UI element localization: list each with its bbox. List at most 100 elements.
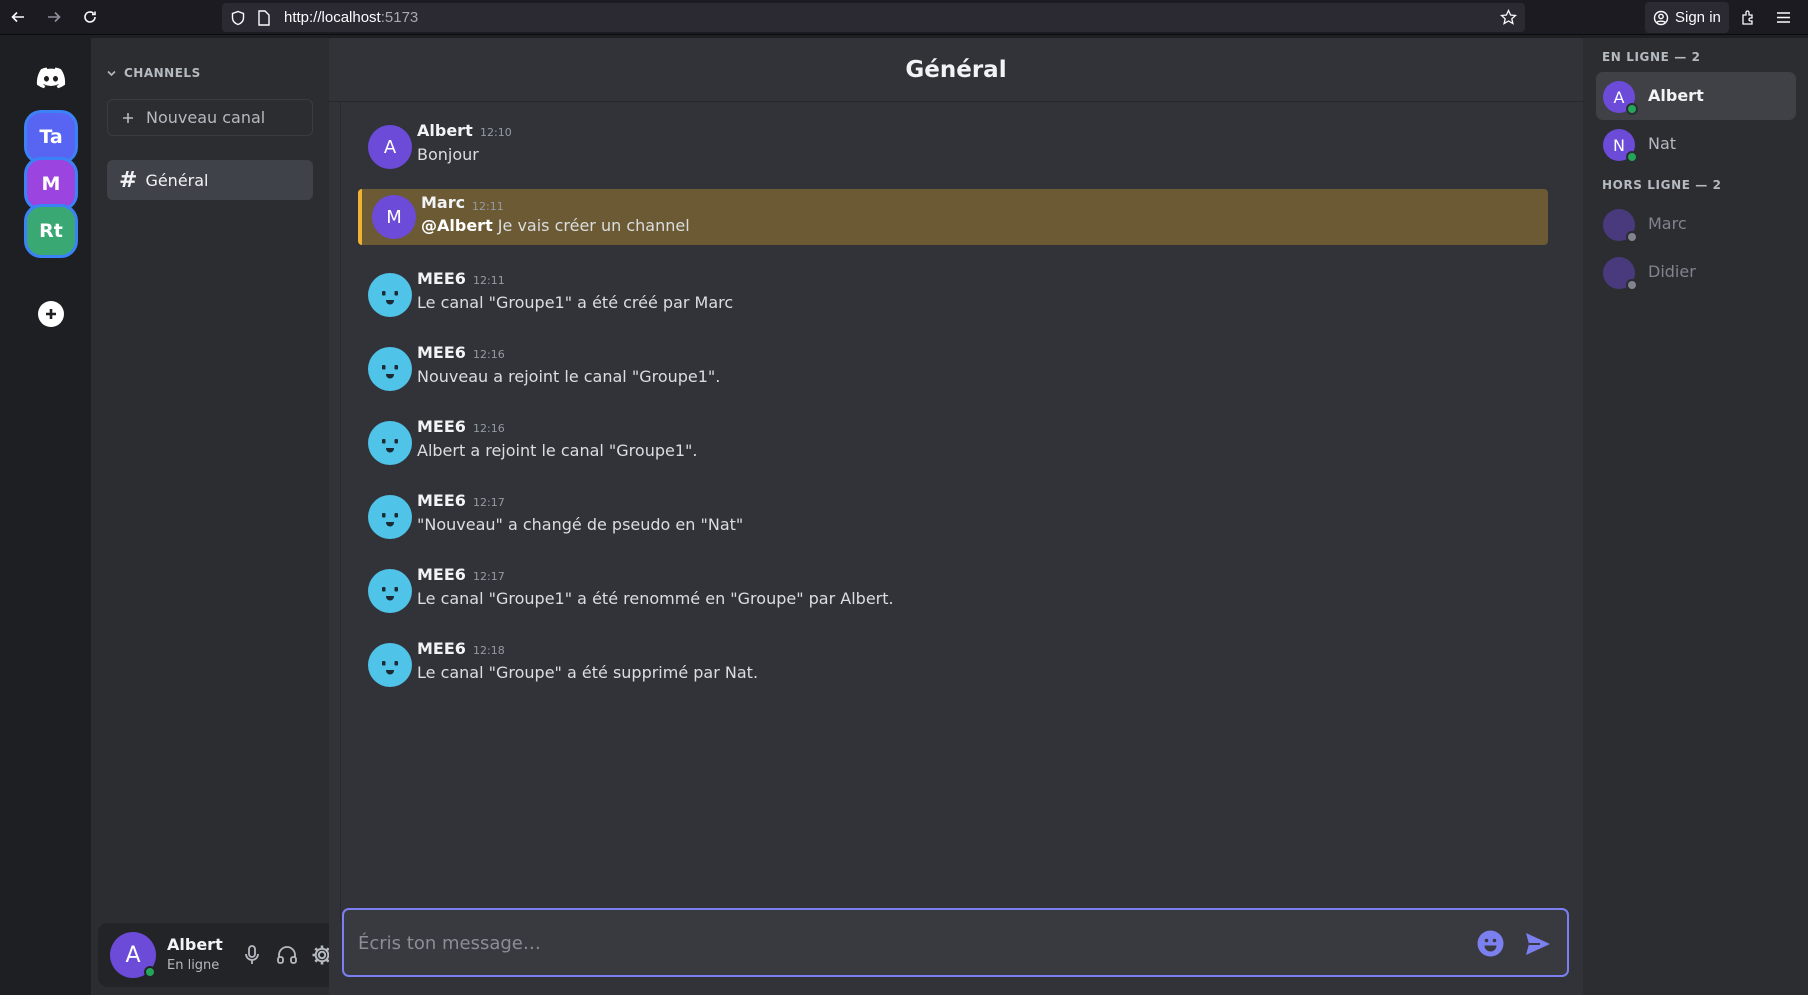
bot-avatar[interactable] [368,495,412,539]
bookmark-star-icon[interactable] [1500,9,1517,26]
online-status-dot [144,966,156,978]
emoji-icon[interactable] [1476,929,1505,958]
message-timestamp: 12:18 [473,644,505,657]
member-item-didier[interactable]: D Didier [1596,248,1796,296]
sign-in-button[interactable]: Sign in [1645,2,1729,33]
add-server-button[interactable] [38,301,64,327]
avatar: D [1603,257,1635,289]
hash-icon: # [119,167,138,193]
member-name: Albert [1648,86,1704,105]
server-icon-m[interactable]: M [27,160,75,208]
user-name: Albert [167,935,223,954]
message-text: Le canal "Groupe1" a été renommé en "Gro… [417,589,894,608]
message-author[interactable]: Marc [421,193,466,212]
bot-face-icon [368,495,412,539]
message-timestamp: 12:11 [473,274,505,287]
message-timestamp: 12:10 [480,126,512,139]
new-channel-button[interactable]: Nouveau canal [107,99,313,136]
message-text: Le canal "Groupe" a été supprimé par Nat… [417,663,759,682]
message-input[interactable]: Écris ton message… [358,933,541,954]
bot-face-icon [368,273,412,317]
bot-avatar[interactable] [368,347,412,391]
server-icon-ta[interactable]: Ta [27,113,75,161]
user-status: En ligne [167,958,220,973]
forward-button[interactable] [36,0,72,35]
online-status-dot [1626,151,1638,163]
back-button[interactable] [0,0,36,35]
new-channel-label: Nouveau canal [146,108,266,127]
microphone-icon[interactable] [240,943,264,967]
send-icon[interactable] [1524,930,1552,958]
arrow-right-icon [48,11,61,23]
channel-name: Général [145,170,209,190]
member-name: Marc [1648,214,1687,233]
message-text: Nouveau a rejoint le canal "Groupe1". [417,367,721,386]
bot-avatar[interactable] [368,569,412,613]
arrow-left-icon [11,11,24,23]
offline-status-dot [1626,279,1638,291]
home-button[interactable] [27,54,75,102]
headphones-icon[interactable] [275,943,299,967]
bot-avatar[interactable] [368,421,412,465]
message-author[interactable]: Albert [417,121,473,140]
message-author[interactable]: MEE6 [417,565,466,584]
message-text: @Albert Je vais créer un channel [421,216,690,235]
message-text: Albert a rejoint le canal "Groupe1". [417,441,698,460]
offline-group-header: HORS LIGNE — 2 [1602,178,1722,192]
bot-face-icon [368,643,412,687]
bot-avatar[interactable] [368,643,412,687]
online-status-dot [1626,103,1638,115]
shield-icon[interactable] [230,10,246,26]
extensions-icon[interactable] [1740,9,1757,26]
message-item[interactable]: MEE6 12:11 Le canal "Groupe1" a été créé p… [358,263,1548,319]
message-item[interactable]: MEE6 12:17 Le canal "Groupe1" a été renomm… [358,559,1548,615]
member-item-albert[interactable]: A Albert [1596,72,1796,120]
message-author[interactable]: MEE6 [417,639,466,658]
menu-icon[interactable] [1775,9,1792,26]
url-text[interactable]: http://localhost:5173 [284,9,419,26]
message-item-mention[interactable]: M Marc 12:11 @Albert Je vais créer un chann… [358,189,1548,245]
message-timestamp: 12:17 [473,496,505,509]
member-item-marc[interactable]: M Marc [1596,200,1796,248]
message-author[interactable]: MEE6 [417,269,466,288]
member-name: Didier [1648,262,1696,281]
chevron-down-icon [107,70,116,76]
bot-face-icon [368,347,412,391]
member-item-nat[interactable]: N Nat [1596,120,1796,168]
channel-item-general[interactable]: # Général [107,160,313,200]
message-composer[interactable]: Écris ton message… [342,908,1569,977]
server-icon-rt[interactable]: Rt [27,207,75,255]
bot-avatar[interactable] [368,273,412,317]
message-item[interactable]: MEE6 12:17 "Nouveau" a changé de pseudo en… [358,485,1548,541]
discord-logo-icon [36,67,66,89]
message-item[interactable]: MEE6 12:18 Le canal "Groupe" a été supprim… [358,633,1548,689]
reload-icon [84,11,96,23]
member-list: EN LIGNE — 2 A Albert N Nat HORS LIGNE —… [1583,38,1808,995]
bot-face-icon [368,569,412,613]
message-timestamp: 12:11 [472,200,504,213]
message-timestamp: 12:16 [473,348,505,361]
avatar[interactable]: M [372,195,416,239]
divider [340,102,341,922]
message-timestamp: 12:17 [473,570,505,583]
browser-toolbar: http://localhost:5173 Sign in [0,0,1808,35]
channels-header[interactable]: CHANNELS [107,66,201,80]
address-bar[interactable]: http://localhost:5173 [222,3,1525,32]
channel-title: Général [329,38,1583,102]
avatar[interactable]: A [368,125,412,169]
message-text: Bonjour [417,145,479,164]
message-author[interactable]: MEE6 [417,417,466,436]
reload-button[interactable] [72,0,108,35]
plus-icon [123,112,133,123]
message-text: Le canal "Groupe1" a été créé par Marc [417,293,734,312]
message-author[interactable]: MEE6 [417,491,466,510]
server-rail: Ta M Rt [11,38,91,995]
channels-header-label: CHANNELS [124,66,201,80]
message-author[interactable]: MEE6 [417,343,466,362]
message-text: "Nouveau" a changé de pseudo en "Nat" [417,515,744,534]
user-mention[interactable]: @Albert [421,216,493,235]
